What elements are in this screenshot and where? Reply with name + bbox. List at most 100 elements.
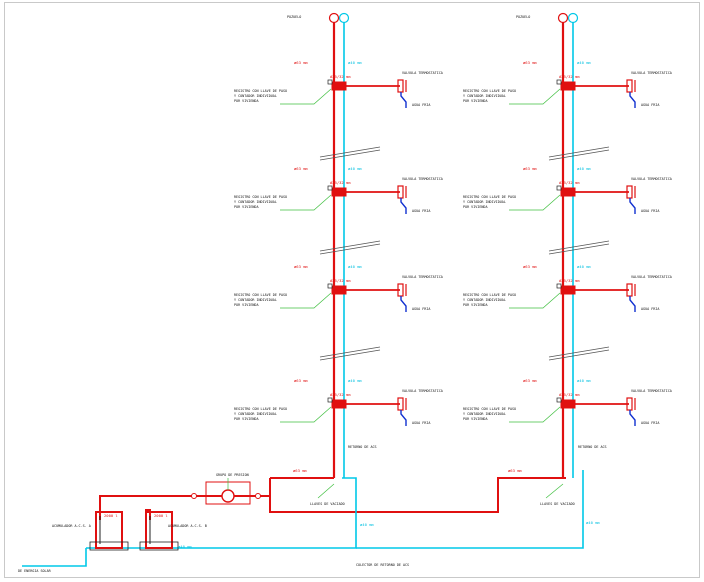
label-agua-fria-left-3: AGUA FRIA bbox=[412, 421, 430, 425]
accumulator-tank-b bbox=[145, 511, 173, 549]
label-registro-l1-left-3: REGISTRO CON LLAVE DE PASO bbox=[234, 407, 287, 411]
label-hot-dim-right-3: ø63 mm bbox=[523, 378, 537, 383]
tank-b-base bbox=[139, 541, 179, 551]
meter-left-1 bbox=[331, 187, 347, 197]
label-registro-l2-right-2: Y CONTADOR INDIVIDUAL bbox=[463, 298, 506, 302]
label-pozuelo-right: POZUELO bbox=[516, 15, 530, 19]
solar-feed-pipe bbox=[22, 548, 87, 567]
meter-valve-right-0 bbox=[556, 79, 562, 85]
pressure-valve-2 bbox=[255, 493, 261, 499]
label-registro-l2-right-1: Y CONTADOR INDIVIDUAL bbox=[463, 200, 506, 204]
break-mark-b-left-2 bbox=[319, 349, 381, 361]
break-mark-a-left-1 bbox=[319, 240, 381, 252]
label-return-dim-left-3: ø40 mm bbox=[348, 378, 362, 383]
leader-registro-left-1 bbox=[280, 194, 332, 211]
label-hot-dim-left-3: ø63 mm bbox=[294, 378, 308, 383]
label-agua-fria-left-0: AGUA FRIA bbox=[412, 103, 430, 107]
label-hot-dim-right-0: ø63 mm bbox=[523, 60, 537, 65]
pressure-group-pump bbox=[221, 489, 235, 503]
label-meter-size-right-2: #25/32 mm bbox=[559, 278, 580, 283]
label-hot-dim-left-0: ø63 mm bbox=[294, 60, 308, 65]
break-mark-a-left-0 bbox=[319, 146, 381, 158]
label-registro-l1-right-2: REGISTRO CON LLAVE DE PASO bbox=[463, 293, 516, 297]
meter-valve-left-1 bbox=[327, 185, 333, 191]
label-valvula-right-1: VALVULA TERMOSTATICA bbox=[631, 177, 672, 181]
label-agua-fria-right-3: AGUA FRIA bbox=[641, 421, 659, 425]
label-hot-dim-right-1: ø63 mm bbox=[523, 166, 537, 171]
label-return-dim-right-1: ø40 mm bbox=[577, 166, 591, 171]
cold-water-pipe-right-2 bbox=[629, 296, 636, 312]
meter-left-2 bbox=[331, 285, 347, 295]
label-return-dim-right-2: ø40 mm bbox=[577, 264, 591, 269]
label-retorno-right: RETORNO DE ACS bbox=[578, 445, 607, 449]
break-mark-b-right-2 bbox=[548, 349, 610, 361]
break-mark-a-right-1 bbox=[548, 240, 610, 252]
meter-right-3 bbox=[560, 399, 576, 409]
meter-valve-left-0 bbox=[327, 79, 333, 85]
label-tank-a-capacity: 2000 l bbox=[104, 513, 118, 518]
label-valvula-right-0: VALVULA TERMOSTATICA bbox=[631, 71, 672, 75]
leader-llaves-right bbox=[545, 483, 564, 499]
leader-registro-right-2 bbox=[509, 292, 561, 309]
label-return-dim-left-1: ø40 mm bbox=[348, 166, 362, 171]
meter-right-0 bbox=[560, 81, 576, 91]
label-registro-l2-left-2: Y CONTADOR INDIVIDUAL bbox=[234, 298, 277, 302]
label-meter-size-right-0: #25/32 mm bbox=[559, 74, 580, 79]
cold-water-pipe-left-0 bbox=[400, 92, 407, 108]
label-registro-l3-left-0: POR VIVIENDA bbox=[234, 99, 259, 103]
hot-main-to-riser-left bbox=[269, 477, 566, 513]
plant-room: GRUPO DE PRESION ACUMULADOR A.C.S. A ACU… bbox=[18, 445, 607, 573]
risers-group: POZUELO ø63 mm ø40 mm #25/32 mm VALVULA TERM… bbox=[234, 12, 672, 478]
leader-registro-right-1 bbox=[509, 194, 561, 211]
label-grupo-presion: GRUPO DE PRESION bbox=[216, 473, 249, 477]
label-meter-size-left-0: #25/32 mm bbox=[330, 74, 351, 79]
cold-water-pipe-left-1 bbox=[400, 198, 407, 214]
label-valvula-right-3: VALVULA TERMOSTATICA bbox=[631, 389, 672, 393]
label-agua-fria-right-2: AGUA FRIA bbox=[641, 307, 659, 311]
tank-a-base bbox=[89, 541, 129, 551]
label-hot-dim-left-2: ø63 mm bbox=[294, 264, 308, 269]
label-left-return-dim: ø40 mm bbox=[360, 522, 374, 527]
label-energia-solar: DE ENERGIA SOLAR bbox=[18, 569, 52, 573]
break-mark-a-left-2 bbox=[319, 346, 381, 358]
label-llaves-right: LLAVES DE VACIADO bbox=[540, 502, 575, 506]
label-pozuelo-left: POZUELO bbox=[287, 15, 301, 19]
break-mark-b-right-1 bbox=[548, 243, 610, 255]
meter-valve-right-1 bbox=[556, 185, 562, 191]
leader-registro-right-3 bbox=[509, 406, 561, 423]
riser-top-hot-left bbox=[328, 12, 340, 24]
label-valvula-left-1: VALVULA TERMOSTATICA bbox=[402, 177, 443, 181]
label-retorno-left: RETORNO DE ACS bbox=[348, 445, 377, 449]
label-hot-dim-left-1: ø63 mm bbox=[294, 166, 308, 171]
label-registro-l1-right-0: REGISTRO CON LLAVE DE PASO bbox=[463, 89, 516, 93]
cold-water-pipe-left-3 bbox=[400, 410, 407, 426]
label-registro-l1-left-2: REGISTRO CON LLAVE DE PASO bbox=[234, 293, 287, 297]
label-valvula-left-3: VALVULA TERMOSTATICA bbox=[402, 389, 443, 393]
meter-left-0 bbox=[331, 81, 347, 91]
label-agua-fria-left-2: AGUA FRIA bbox=[412, 307, 430, 311]
label-registro-l2-right-0: Y CONTADOR INDIVIDUAL bbox=[463, 94, 506, 98]
label-valvula-left-0: VALVULA TERMOSTATICA bbox=[402, 71, 443, 75]
leader-registro-left-0 bbox=[280, 88, 332, 105]
label-valvula-left-2: VALVULA TERMOSTATICA bbox=[402, 275, 443, 279]
label-registro-l1-left-1: REGISTRO CON LLAVE DE PASO bbox=[234, 195, 287, 199]
leader-registro-left-3 bbox=[280, 406, 332, 423]
label-registro-l1-left-0: REGISTRO CON LLAVE DE PASO bbox=[234, 89, 287, 93]
label-registro-l1-right-3: REGISTRO CON LLAVE DE PASO bbox=[463, 407, 516, 411]
label-registro-l2-left-0: Y CONTADOR INDIVIDUAL bbox=[234, 94, 277, 98]
label-mid-main-dim: ø63 mm bbox=[508, 468, 522, 473]
return-collector-right bbox=[356, 470, 584, 549]
label-registro-l3-right-2: POR VIVIENDA bbox=[463, 303, 488, 307]
meter-left-3 bbox=[331, 399, 347, 409]
label-meter-size-right-3: #25/32 mm bbox=[559, 392, 580, 397]
break-mark-b-left-0 bbox=[319, 149, 381, 161]
label-valvula-right-2: VALVULA TERMOSTATICA bbox=[631, 275, 672, 279]
break-mark-a-right-2 bbox=[548, 346, 610, 358]
return-to-left-riser bbox=[342, 477, 357, 528]
label-meter-size-left-1: #25/32 mm bbox=[330, 180, 351, 185]
riser-top-return-right bbox=[567, 12, 579, 24]
label-agua-fria-right-0: AGUA FRIA bbox=[641, 103, 659, 107]
label-acumulador-a: ACUMULADOR A.C.S. A bbox=[52, 524, 91, 528]
label-registro-l3-left-3: POR VIVIENDA bbox=[234, 417, 259, 421]
break-mark-b-left-1 bbox=[319, 243, 381, 255]
